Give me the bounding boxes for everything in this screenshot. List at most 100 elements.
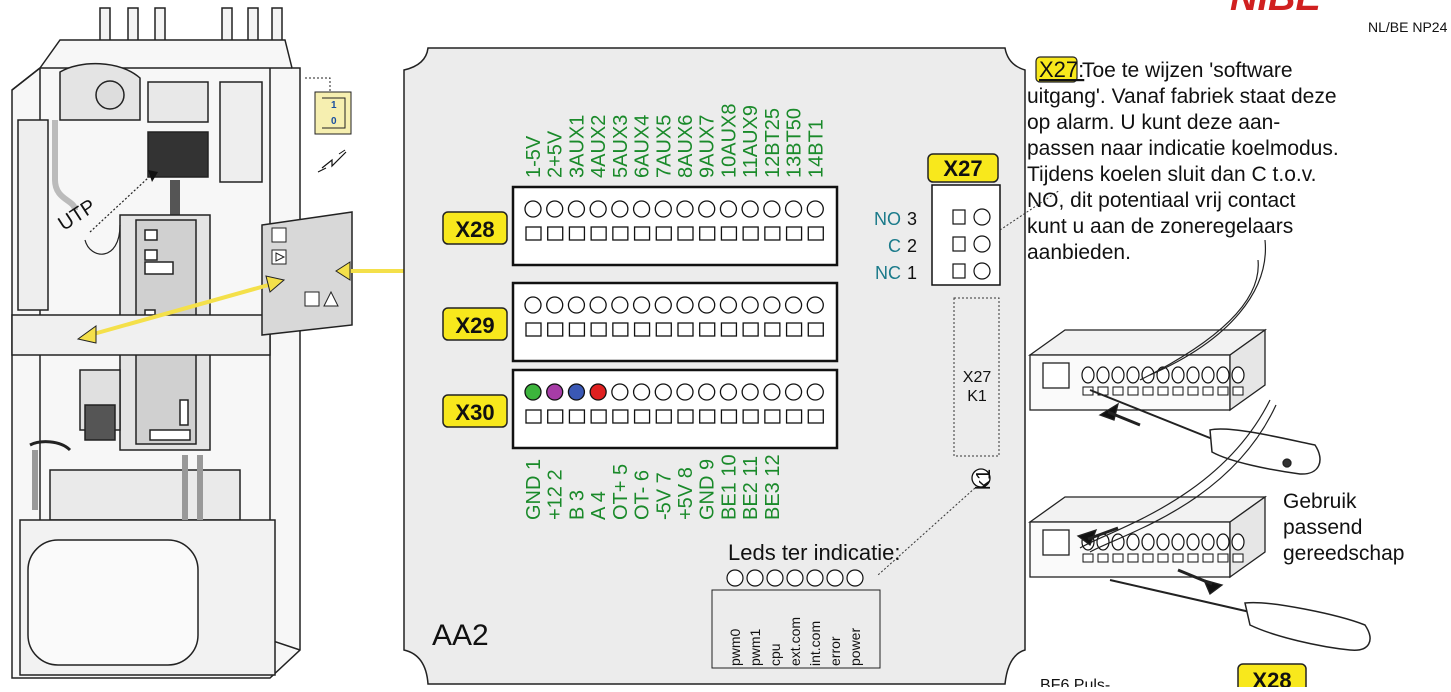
terminal-slot	[677, 226, 694, 241]
strip-slot	[1172, 386, 1184, 396]
terminal-label: GND 9	[697, 459, 719, 520]
terminal-block-frame	[511, 185, 839, 267]
strip-screw	[1186, 533, 1200, 551]
terminal-slot	[547, 409, 564, 424]
strip-screw	[1231, 366, 1245, 384]
terminal-screw	[524, 296, 542, 314]
x27-note-leader	[999, 189, 1061, 231]
terminal-screw	[784, 383, 803, 401]
strip-screw	[1111, 366, 1125, 384]
terminal-screw	[524, 383, 542, 401]
terminal-slot	[807, 226, 824, 241]
terminal-strip-illustration-top	[1027, 239, 1321, 475]
x27-tag: X27	[943, 156, 982, 181]
switch-on-label: 1	[331, 100, 337, 111]
block-tag-bg	[442, 394, 508, 428]
strip-screw	[1231, 533, 1245, 551]
relay-screw	[973, 262, 991, 280]
k1-leader	[877, 487, 976, 576]
terminal-slot	[720, 322, 738, 337]
terminal-screw	[719, 296, 738, 314]
led-label: power	[847, 628, 863, 666]
top-pipes	[99, 7, 283, 49]
block-tag-bg	[442, 307, 508, 341]
terminal-screw	[784, 200, 803, 218]
block-tag-x29: X29	[455, 313, 494, 338]
bf6-label: BF6 Puls-	[1040, 677, 1110, 687]
terminal-slot	[590, 322, 607, 337]
relay-pin-name: NO	[874, 209, 901, 229]
relay-slot	[952, 209, 966, 225]
terminal-screw	[806, 200, 824, 218]
tool-note-line: Gebruik	[1283, 490, 1357, 513]
led-indicator	[766, 569, 784, 587]
terminal-slot	[807, 409, 824, 424]
strip-screw	[1156, 533, 1170, 551]
terminal-screw	[676, 200, 694, 218]
led-label: pwm0	[727, 628, 743, 666]
terminal-block-x29: X29	[442, 281, 839, 363]
led-label: int.com	[807, 621, 823, 666]
strip-slot	[1082, 553, 1094, 563]
terminal-slot	[720, 409, 738, 424]
terminal-label: 4AUX2	[588, 115, 610, 178]
terminal-label: +5V 8	[675, 467, 697, 520]
strip-slot	[1097, 553, 1109, 563]
led-label-box	[711, 589, 881, 669]
terminal-slot	[785, 322, 803, 337]
terminal-screw	[567, 200, 586, 218]
block-tag-bg	[442, 211, 508, 245]
terminal-block-x28: X28	[442, 185, 839, 267]
terminal-screw	[654, 200, 672, 218]
x27-note-line: Tijdens koelen sluit dan C t.o.v.	[1027, 163, 1316, 186]
terminal-screw	[741, 200, 759, 218]
model-code: NL/BE NP24	[1368, 19, 1448, 35]
relay-pin-number: 3	[907, 209, 917, 229]
terminal-screw	[806, 383, 824, 401]
bottom-x28-tag: X28	[1252, 668, 1291, 687]
terminal-label: B 3	[566, 490, 588, 520]
led-indicator	[746, 569, 764, 587]
terminal-screw	[632, 200, 651, 218]
terminal-screw	[632, 296, 651, 314]
relay-pin-name: C	[888, 236, 901, 256]
terminal-label: 11AUX9	[740, 105, 762, 178]
terminal-slot	[568, 322, 586, 337]
terminal-slot	[590, 409, 607, 424]
terminal-screw	[719, 200, 738, 218]
led-indicator	[846, 569, 864, 587]
strip-screw	[1216, 533, 1230, 551]
x27-note-line: kunt u aan de zoneregelaars	[1027, 215, 1293, 238]
terminal-label: 8AUX6	[675, 115, 697, 178]
strip-slot	[1232, 386, 1244, 396]
strip-slot	[1217, 553, 1229, 563]
strip-slot	[1232, 553, 1244, 563]
x27-note-tag-bg	[1035, 56, 1078, 83]
terminal-slot	[612, 409, 629, 424]
terminal-slot	[655, 226, 672, 241]
led-indicator	[806, 569, 824, 587]
relay-slot	[952, 263, 966, 279]
strip-slot	[1127, 553, 1139, 563]
cover-panel	[261, 211, 353, 336]
k1-led	[971, 468, 991, 488]
x27-note-line: uitgang'. Vanaf fabriek staat deze	[1027, 85, 1337, 108]
strip-screw	[1111, 533, 1125, 551]
x27-note-line: aanbieden.	[1027, 241, 1131, 264]
led-indicator	[786, 569, 804, 587]
strip-slot	[1112, 553, 1124, 563]
terminal-slot	[547, 322, 564, 337]
brand-logo: NIBE	[1230, 0, 1322, 19]
terminal-screw	[567, 296, 586, 314]
led-label: pwm1	[747, 628, 763, 666]
relay-pin-number: 1	[907, 263, 917, 283]
relay-pin-number: 2	[907, 236, 917, 256]
terminal-screw	[698, 383, 716, 401]
terminal-screw	[611, 296, 629, 314]
terminal-slot	[785, 226, 803, 241]
